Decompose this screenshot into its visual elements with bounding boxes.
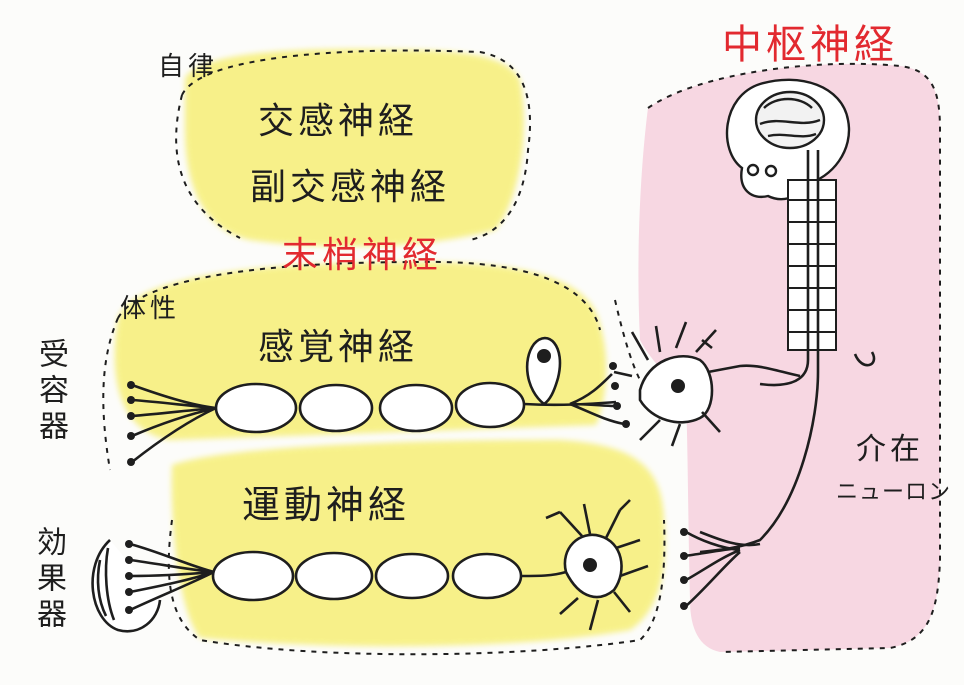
interneuron-label-line2: ニューロン [836, 480, 952, 505]
effector-label: 効果器 [31, 526, 66, 634]
central-region [638, 62, 941, 653]
motor-cell-nucleus [583, 558, 597, 572]
peripheral-outlines [102, 49, 666, 656]
autonomic-label: 自律 [158, 52, 219, 82]
receptor-dots [127, 362, 630, 466]
spinal-cord [699, 150, 837, 554]
sensory-label: 感覚神経 [258, 327, 419, 368]
motor-label: 運動神経 [242, 483, 411, 527]
sensory-cell-body [537, 349, 551, 363]
central-heading: 中枢神経 [722, 22, 898, 68]
sympathetic-label: 交感神経 [258, 101, 419, 142]
parasympathetic-label: 副交感神経 [250, 167, 451, 208]
interneuron-label-line1: 介在 [856, 432, 924, 467]
sensory-nerve [131, 336, 625, 464]
receptor-label: 受容器 [33, 338, 68, 446]
somatic-label: 体性 [120, 294, 181, 324]
peripheral-heading: 末梢神経 [282, 235, 443, 276]
effector-dots [125, 528, 688, 614]
motor-nerve [91, 499, 761, 633]
interneuron-nucleus [671, 379, 685, 393]
